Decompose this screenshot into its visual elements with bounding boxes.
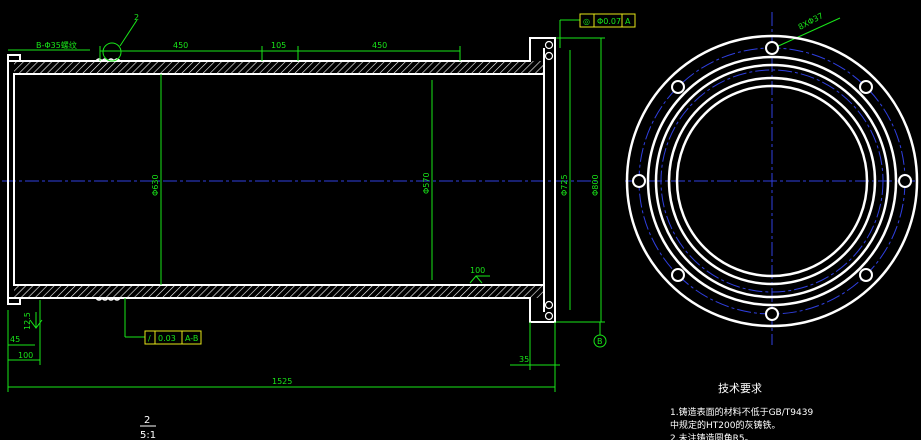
dim-35: 35 — [519, 355, 529, 364]
thread-spec: B-Φ35螺纹 — [36, 40, 77, 50]
scale-bottom: 5:1 — [140, 430, 156, 440]
flange-bore-inner — [675, 84, 869, 278]
tolerance-bottom-value: 0.03 — [158, 334, 176, 343]
datum-b: B — [597, 337, 603, 346]
holes-note: 8XΦ37 — [797, 11, 825, 32]
callout-number: 2 — [134, 13, 139, 22]
bolt-hole-icon — [898, 174, 912, 188]
scale-top: 2 — [144, 415, 150, 426]
tech-requirement-2: 中规定的HT200的灰铸铁。 — [670, 419, 780, 431]
flange-outer-circle — [625, 34, 919, 328]
flange-hole-bottom2-icon — [544, 311, 554, 321]
flange-hole-top-icon — [544, 40, 554, 50]
bolt-hole-icon — [859, 80, 873, 94]
dia-800: Φ800 — [591, 174, 600, 196]
dia-725: Φ725 — [560, 174, 569, 196]
dim-total: 1525 — [272, 377, 292, 386]
dim-seg-2: 105 — [271, 41, 286, 50]
tolerance-bottom-datum: A-B — [185, 334, 198, 343]
dim-seg-3: 450 — [372, 41, 387, 50]
tolerance-top-symbol: ◎ — [583, 17, 590, 26]
tolerance-frame-top — [579, 13, 636, 28]
flange-front-view — [625, 34, 919, 328]
tech-requirement-3: 2.未注铸造圆角R5。 — [670, 432, 754, 440]
bolt-hole-icon — [765, 307, 779, 321]
tolerance-bottom-symbol: / — [148, 334, 151, 343]
tech-requirements-title: 技术要求 — [718, 382, 762, 395]
flange-hole-bottom-icon — [544, 300, 554, 310]
left-lip-top — [7, 54, 21, 61]
roughness-left: 12.5 — [23, 312, 32, 330]
dim-seg-1: 450 — [173, 41, 188, 50]
dim-45: 45 — [10, 335, 20, 344]
flange-step-circle — [646, 55, 898, 307]
bolt-hole-icon — [765, 41, 779, 55]
left-lip-bottom — [7, 298, 21, 305]
flange-bolt-holes — [632, 41, 912, 321]
bolt-hole-icon — [632, 174, 646, 188]
dia-630: Φ630 — [151, 174, 160, 196]
flange-bore-outer — [667, 76, 877, 286]
tube-bore — [13, 73, 545, 286]
tolerance-top-value: Φ0.07 — [597, 17, 621, 26]
bolt-hole-icon — [671, 268, 685, 282]
tolerance-frames — [144, 13, 636, 345]
dimension-lines — [7, 17, 841, 392]
tube-side-view — [7, 37, 556, 323]
bottom-wall-hatch — [14, 286, 544, 298]
bolt-hole-icon — [859, 268, 873, 282]
dim-100: 100 — [18, 351, 33, 360]
labels: 2 B-Φ35螺纹 450 105 450 Φ630 Φ570 Φ725 Φ80… — [10, 11, 825, 440]
flange-hole-top2-icon — [544, 51, 554, 61]
roughness-right: 100 — [470, 266, 485, 275]
inner-bolt-ring — [660, 69, 884, 293]
tech-requirement-1: 1.铸造表面的材料不低于GB/T9439 — [670, 406, 813, 418]
flange-spigot-circle — [654, 63, 890, 299]
top-wall-hatch — [14, 61, 544, 73]
thread-marks-bottom — [95, 296, 121, 301]
bolt-hole-icon — [671, 80, 685, 94]
tolerance-frame-bottom — [144, 330, 202, 345]
dia-570: Φ570 — [422, 172, 431, 194]
tolerance-top-datum: A — [625, 17, 631, 26]
